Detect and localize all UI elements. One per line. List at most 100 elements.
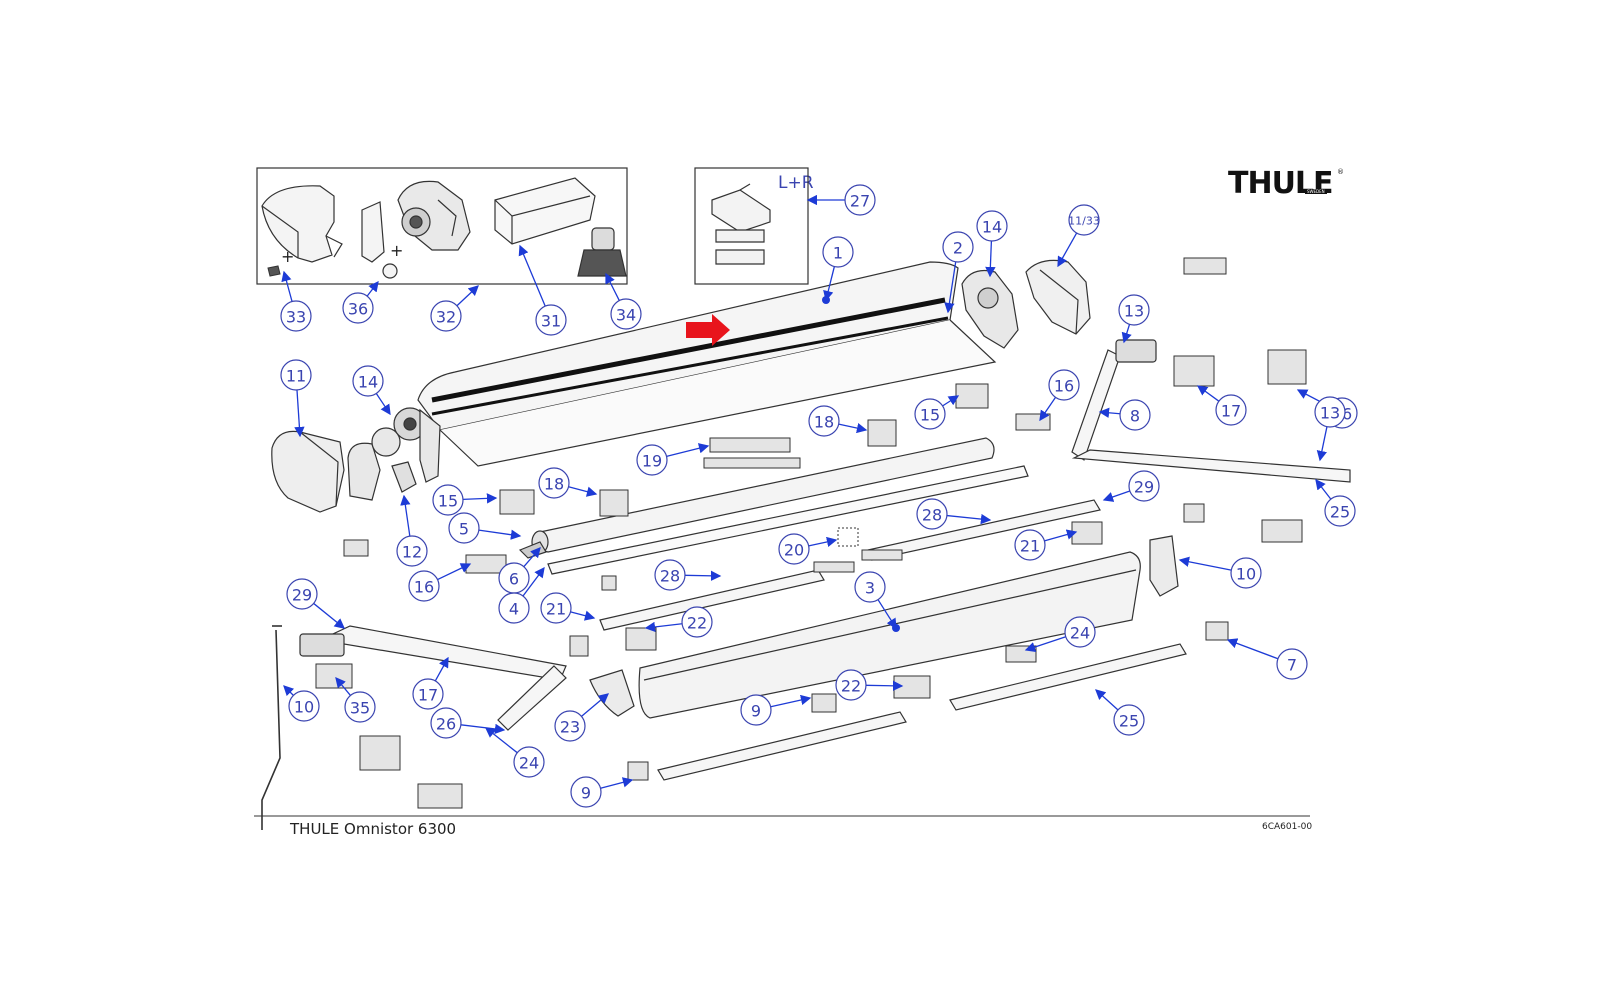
callout-number: 25: [1330, 503, 1350, 522]
callout-circle: [432, 484, 464, 516]
callout-leader-line: [1095, 689, 1119, 711]
callout-number: 26: [436, 715, 456, 734]
callout-leader-line: [335, 676, 351, 696]
callout-leader-line: [523, 547, 541, 568]
callout-leader-line: [518, 244, 546, 307]
callout-number: 21: [1020, 537, 1040, 556]
brand-logo-registered: ®: [1337, 168, 1344, 176]
callout-circle: [835, 669, 867, 701]
callout-circle: [740, 694, 772, 726]
callout-leader-line: [1316, 426, 1328, 462]
callout-leader-line: [484, 727, 518, 754]
callout-circle: [654, 559, 686, 591]
callout-number: 17: [1221, 402, 1241, 421]
callout-circle: [448, 512, 480, 544]
callout-leader-line: [294, 389, 305, 438]
callout-circle: [1068, 204, 1100, 236]
callout-leader-line: [1057, 232, 1078, 268]
callout-number: 2: [953, 239, 963, 258]
callout-leader-line: [946, 513, 992, 525]
callout-number: 24: [519, 754, 539, 773]
callout-leader-line: [1039, 397, 1057, 422]
callout-circle: [538, 467, 570, 499]
callout-circle: [916, 498, 948, 530]
callout-number: 4: [509, 600, 519, 619]
callout-circle: [498, 592, 530, 624]
callout-number: 16: [414, 578, 434, 597]
part-roller-tube-6: [518, 437, 995, 559]
document-code: 6CA601-00: [1262, 822, 1313, 832]
footer-title: THULE Omnistor 6300: [290, 820, 457, 838]
callout-number: 33: [286, 308, 306, 327]
callout-leader-line: [808, 536, 838, 547]
callout-circle: [942, 231, 974, 263]
callout-number: 22: [687, 614, 707, 633]
part-cap-34: [577, 227, 627, 277]
callout-circle: [286, 578, 318, 610]
callout-leader-line: [283, 685, 295, 697]
part-small-screw-33: [267, 265, 281, 277]
callout-leader-line: [770, 694, 812, 708]
part-gear-housing-14-left: [347, 407, 441, 501]
callout-leader-line: [644, 621, 683, 633]
callout-leader-line: [666, 443, 710, 457]
callout-circle: [844, 184, 876, 216]
callout-circle: [681, 606, 713, 638]
callout-number: 1: [833, 244, 843, 263]
part-mount-bracket-27: [711, 183, 771, 265]
callout-number: 15: [438, 492, 458, 511]
callout-circle: [554, 710, 586, 742]
callout-circle: [1014, 529, 1046, 561]
part-end-cap-10-left: [589, 669, 635, 717]
callout-leader-line: [460, 723, 506, 735]
callout-circle: [610, 298, 642, 330]
part-end-cap-11: [271, 430, 345, 513]
callout-circle: [1230, 557, 1262, 589]
callout-number: 6: [509, 570, 519, 589]
callout-leader-line: [942, 395, 960, 407]
callout-circle: [1276, 648, 1308, 680]
callout-circle: [513, 746, 545, 778]
callout-number: 25: [1119, 712, 1139, 731]
callout-leader-line: [1315, 478, 1332, 500]
callout-circle: [540, 592, 572, 624]
callout-number: 14: [982, 218, 1002, 237]
callout-leader-line: [478, 529, 522, 540]
callout-number: 8: [1130, 407, 1140, 426]
callout-leader-line: [1196, 385, 1220, 402]
callout-leader-line: [1121, 324, 1132, 344]
callout-circle: [1048, 369, 1080, 401]
callout-leader-line: [877, 599, 897, 630]
callout-circle: [808, 405, 840, 437]
callout-circle: [822, 236, 854, 268]
callout-leader-line: [568, 486, 598, 497]
callout-number: 31: [541, 312, 561, 331]
callout-circle: [408, 570, 440, 602]
callout-number: 34: [616, 306, 636, 325]
callout-circle: [1118, 294, 1150, 326]
callout-leader-line: [1024, 636, 1066, 653]
callout-circle: [1128, 470, 1160, 502]
callout-target-dot: [822, 296, 830, 304]
part-cloth-rail-4: [547, 465, 1029, 575]
callout-leader-line: [605, 272, 620, 301]
callout-leader-line: [600, 777, 634, 789]
callout-number: 5: [459, 520, 469, 539]
callout-circle: [1215, 394, 1247, 426]
callout-leader-line: [522, 566, 545, 597]
callout-circle: [280, 300, 312, 332]
callout-leader-line: [1102, 490, 1131, 502]
callout-circle: [854, 571, 886, 603]
callout-circle: [412, 678, 444, 710]
part-roof-profile-1: [417, 261, 997, 467]
callout-number: 32: [436, 308, 456, 327]
callout-leader-line: [1226, 638, 1279, 660]
callout-number: 9: [751, 702, 761, 721]
callout-circle: [280, 359, 312, 391]
callout-circle: [570, 776, 602, 808]
callout-number: 23: [560, 718, 580, 737]
callout-number: 16: [1054, 377, 1074, 396]
callout-leader-line: [684, 570, 722, 582]
callout-number: 17: [418, 686, 438, 705]
